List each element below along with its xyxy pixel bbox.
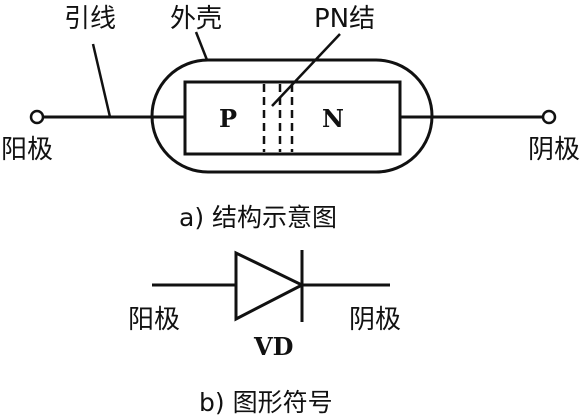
p-region-label: P bbox=[219, 104, 237, 133]
lead-leader-line bbox=[91, 43, 112, 118]
shell bbox=[150, 58, 434, 174]
shell-leader-line bbox=[194, 31, 209, 61]
cathode-label-top: 阴极 bbox=[528, 135, 580, 165]
cathode-label-bottom: 阴极 bbox=[349, 305, 401, 335]
pn-junction-label: PN结 bbox=[314, 4, 375, 34]
anode-label-top: 阳极 bbox=[1, 135, 53, 165]
cathode-terminal bbox=[541, 109, 557, 125]
anode-label-bottom: 阳极 bbox=[128, 305, 180, 335]
shell-label: 外壳 bbox=[170, 4, 222, 34]
caption-symbol: b) 图形符号 bbox=[199, 388, 333, 417]
chip-block bbox=[183, 80, 402, 156]
n-region-label: N bbox=[322, 104, 344, 133]
anode-terminal bbox=[29, 109, 45, 125]
pn-leader-line bbox=[271, 33, 341, 107]
vd-label: VD bbox=[253, 332, 293, 361]
diode-triangle bbox=[234, 250, 306, 322]
caption-structure: a) 结构示意图 bbox=[179, 203, 337, 232]
lead-label: 引线 bbox=[64, 4, 116, 34]
